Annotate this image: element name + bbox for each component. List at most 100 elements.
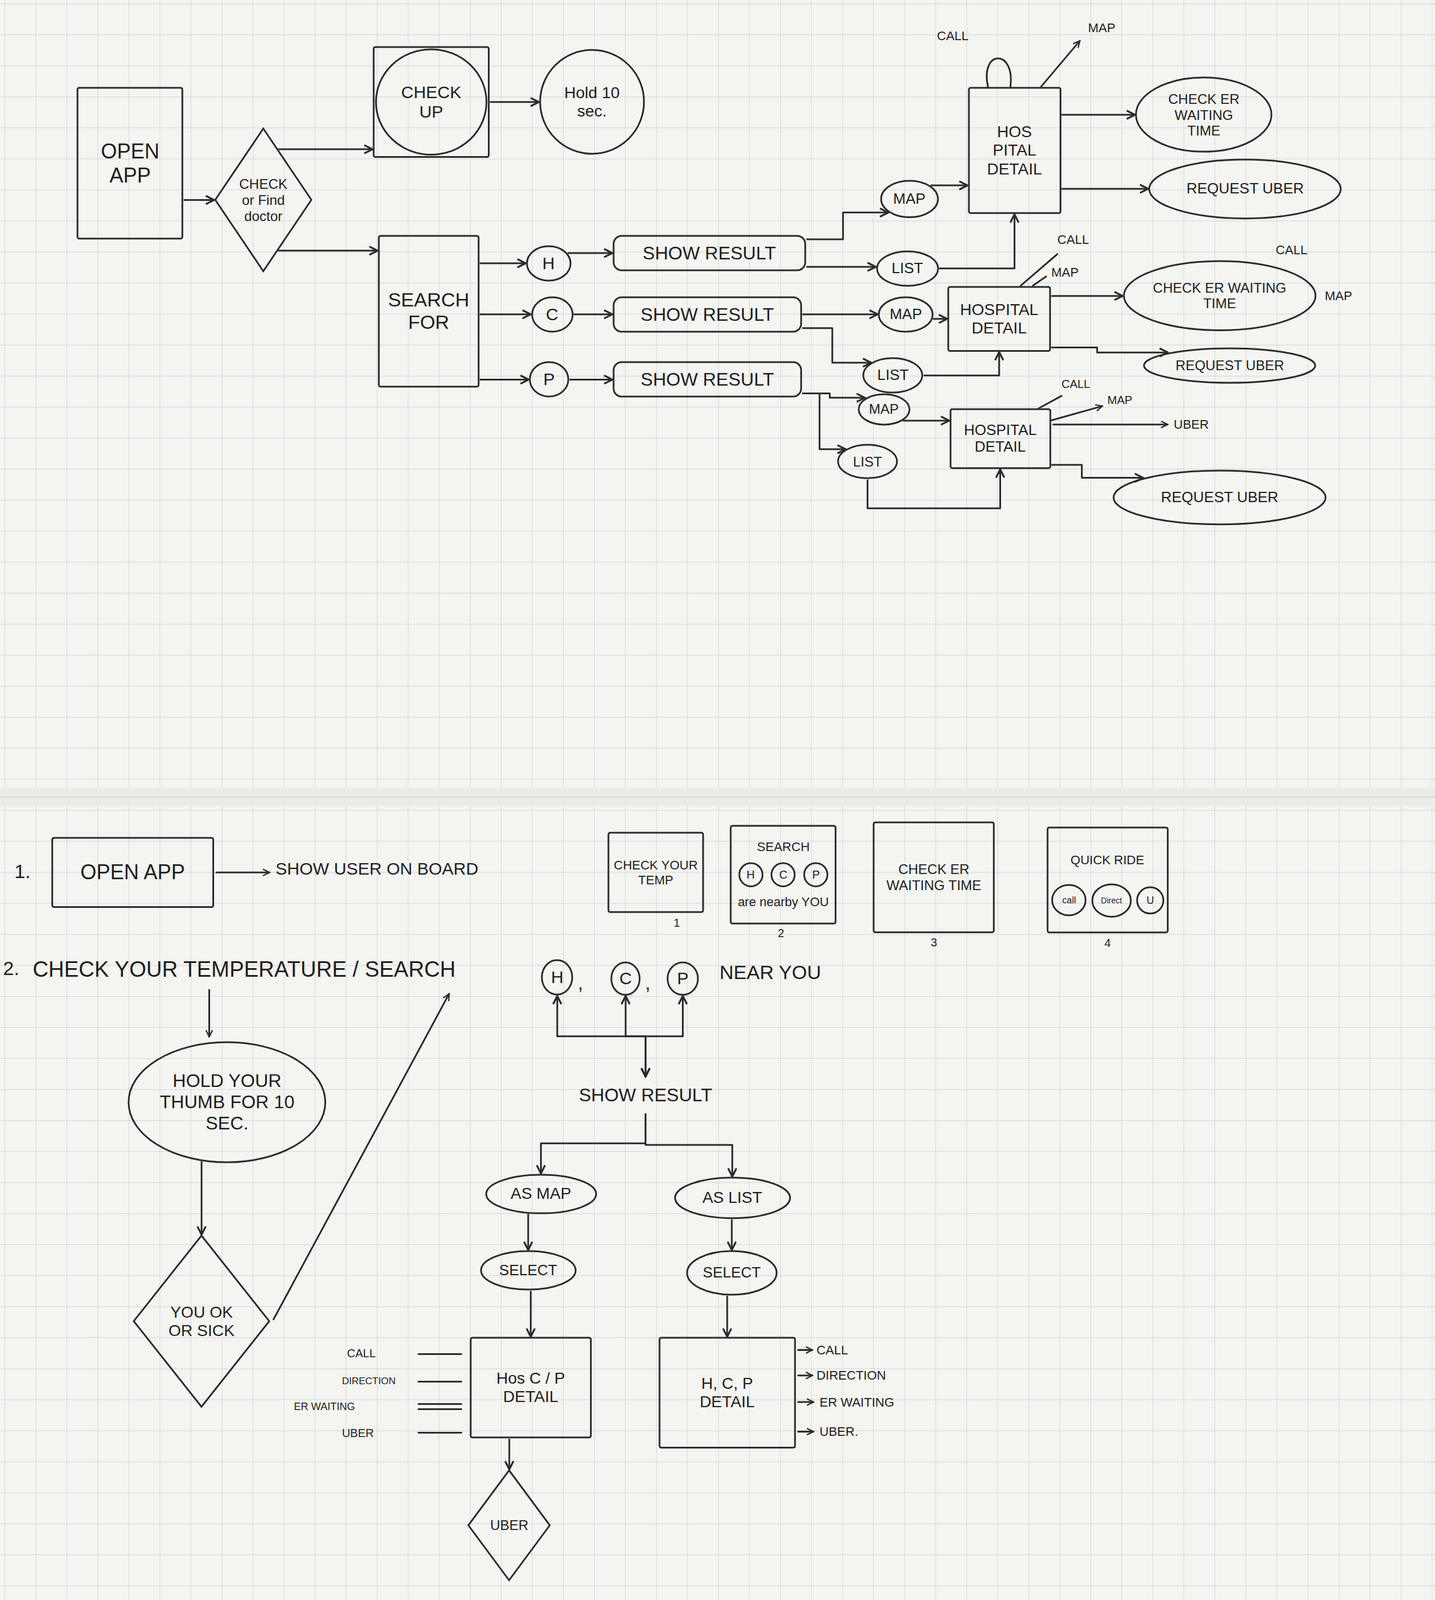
node-text: Direct	[1099, 896, 1124, 906]
annotation-label: DIRECTION	[342, 1375, 397, 1388]
connector-arrow	[923, 351, 1000, 376]
annotation-label: ER WAITING	[293, 1401, 355, 1414]
node-border	[375, 49, 487, 155]
node-text: SELECT	[700, 1264, 763, 1282]
oval-node: Hold 10 sec.	[538, 48, 646, 155]
connector-arrow	[567, 251, 613, 254]
node-text-block: Hos C / PDETAIL	[475, 1369, 587, 1407]
node-text: MAP	[867, 401, 902, 418]
connector-arrow	[200, 1161, 203, 1235]
annotation-label: CALL	[1057, 232, 1089, 247]
oval-node: CHECK ER WAITING TIME	[1134, 76, 1273, 153]
node-text: H	[534, 253, 564, 274]
connector-arrow	[569, 378, 613, 381]
connector-arrow	[1061, 187, 1148, 190]
connector-arrow	[529, 1290, 532, 1337]
node-border	[613, 362, 802, 397]
node-border	[838, 444, 898, 479]
leader-line	[273, 994, 450, 1320]
node-border	[486, 1174, 597, 1214]
process-box: HOSPITAL DETAIL	[947, 285, 1051, 353]
connector-arrow	[625, 995, 646, 1077]
node-border	[659, 1337, 795, 1449]
oval-node: REQUEST UBER	[1148, 158, 1343, 220]
node-border	[877, 251, 938, 286]
node-border	[968, 87, 1061, 213]
node-text: HOSPITAL DETAIL	[955, 421, 1046, 457]
node-text: CHECK ER WAITING TIME	[1152, 280, 1287, 312]
oval-node: U	[1135, 886, 1165, 915]
oval-node: MAP	[857, 393, 911, 426]
oval-node: HOLD YOUR THUMB FOR 10 SEC.	[127, 1041, 327, 1164]
node-text: C	[617, 968, 635, 990]
punctuation: ,	[577, 971, 583, 995]
connector-arrow	[277, 249, 378, 252]
node-border	[1113, 470, 1326, 525]
node-text: LIST	[873, 366, 913, 385]
node-text: P	[809, 867, 824, 882]
node-text-block: OPEN APP	[82, 139, 178, 188]
node-text-block: CHECK YOUR TEMP	[613, 858, 699, 888]
annotation-label: CALL	[347, 1347, 376, 1361]
leader-line	[1053, 423, 1168, 426]
node-text: SEARCH	[735, 839, 832, 855]
node-border	[468, 1470, 550, 1581]
step-number: 2.	[2, 957, 19, 980]
node-text: CHECK YOUR TEMP	[613, 858, 699, 888]
node-border	[541, 960, 573, 995]
node-border	[529, 362, 569, 397]
connector-arrow	[540, 1113, 646, 1174]
node-text-block: Direct	[1099, 896, 1124, 906]
leader-line	[418, 1432, 462, 1434]
node-border	[77, 87, 183, 239]
node-text: MAP	[887, 305, 924, 324]
node-text-block: Hold 10 sec.	[556, 83, 628, 121]
result-text: SHOW RESULT	[561, 1076, 730, 1114]
node-text: CHECK or Find doctor	[238, 176, 289, 224]
node-text: HOS PITAL DETAIL	[973, 122, 1057, 179]
node-text-block: LIST	[847, 454, 888, 471]
node-text-block: P	[673, 968, 693, 990]
node-border	[1149, 159, 1341, 219]
leader-line	[418, 1381, 462, 1383]
connector-arrow	[802, 393, 847, 449]
connector-arrow	[802, 313, 879, 316]
leader-line	[208, 990, 211, 1038]
node-text: are nearby YOU	[735, 894, 832, 910]
connector-arrow	[806, 265, 876, 268]
node-text-block: SHOW RESULT	[564, 1084, 727, 1106]
node-border	[52, 838, 213, 907]
annotation-label: UBER	[1173, 417, 1209, 432]
node-text: OPEN APP	[56, 861, 209, 885]
node-text: CHECK ER WAITING TIME	[1156, 91, 1252, 139]
connector-arrow	[479, 262, 526, 265]
node-text: LIST	[886, 260, 928, 278]
node-text: LIST	[847, 454, 888, 471]
node-border	[881, 180, 938, 218]
step-heading: NEAR YOU	[719, 961, 822, 984]
oval-node: C	[770, 862, 796, 888]
node-border	[613, 297, 802, 332]
node-text-block: H	[547, 967, 567, 988]
oval-node: REQUEST UBER	[1112, 469, 1327, 526]
node-text-block: H, C, PDETAIL	[664, 1374, 791, 1412]
node-text: HOLD YOUR THUMB FOR 10 SEC.	[157, 1070, 297, 1134]
node-text-block: CHECK ER WAITING TIME	[1156, 91, 1252, 139]
node-text-block: SHOW RESULT	[618, 303, 797, 325]
node-text-block: REQUEST UBER	[1177, 180, 1313, 198]
node-border	[373, 47, 489, 158]
node-text-block: U	[1142, 894, 1159, 907]
connector-arrow	[930, 184, 968, 187]
connector-arrow	[645, 995, 684, 1077]
node-border	[215, 128, 312, 271]
connector-arrow	[527, 1214, 530, 1251]
node-border	[858, 394, 910, 425]
node-border	[378, 235, 479, 387]
page-fold	[0, 796, 1435, 798]
node-text: P	[536, 369, 562, 390]
